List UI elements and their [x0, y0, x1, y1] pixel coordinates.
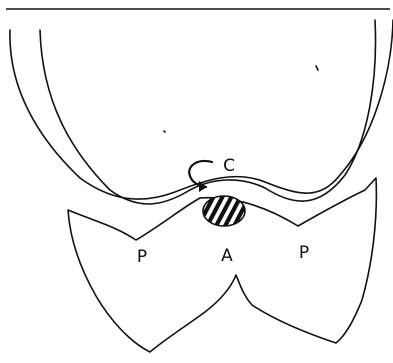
outer-arch-outline	[10, 20, 393, 199]
label-c: C	[223, 156, 235, 176]
small-mark	[316, 66, 318, 70]
tiny-dot	[164, 131, 165, 132]
label-p-right: P	[299, 243, 309, 263]
curved-arrow-icon	[189, 161, 212, 192]
label-a: A	[221, 246, 233, 266]
inner-arch-outline	[40, 20, 376, 204]
label-p-left: P	[137, 247, 147, 267]
